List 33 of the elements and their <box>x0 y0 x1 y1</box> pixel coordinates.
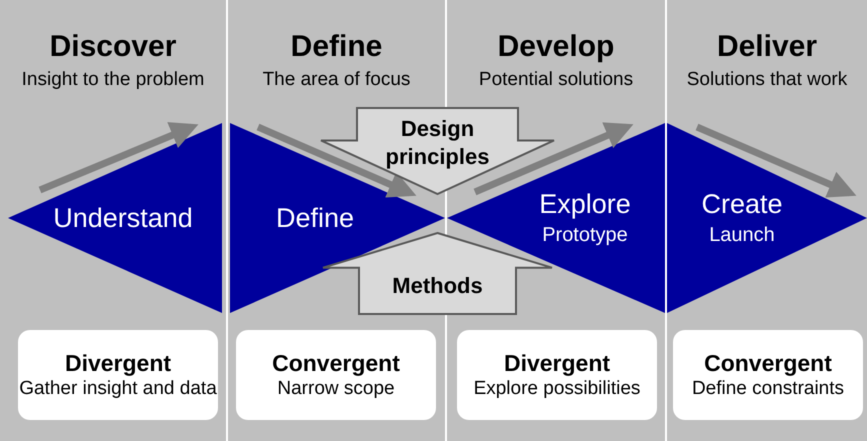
stage-heading: Discover <box>48 30 178 64</box>
mode-heading: Convergent <box>272 350 400 377</box>
phase-label: Understand <box>52 203 194 234</box>
mode-description: Define constraints <box>692 377 844 400</box>
pointing-callout <box>320 107 555 195</box>
stage-subtitle: Potential solutions <box>478 68 634 92</box>
mode-card <box>673 330 863 420</box>
mode-heading: Divergent <box>64 350 172 377</box>
mode-description: Explore possibilities <box>474 377 640 400</box>
stage-column <box>667 0 867 441</box>
stage-subtitle: Insight to the problem <box>20 68 206 92</box>
mode-card <box>18 330 218 420</box>
stage-column <box>0 0 226 441</box>
stage-subtitle: The area of focus <box>262 68 412 92</box>
mode-heading: Divergent <box>504 350 610 377</box>
phase-label: Create <box>700 189 784 220</box>
mode-heading: Convergent <box>704 350 832 377</box>
phase-label: Define <box>274 203 356 234</box>
stage-heading: Develop <box>496 30 616 64</box>
stage-heading: Define <box>290 30 384 64</box>
phase-sublabel: Launch <box>708 224 776 247</box>
phase-triangle <box>667 123 867 313</box>
mode-card <box>236 330 436 420</box>
mode-description: Narrow scope <box>277 377 395 400</box>
phase-sublabel: Prototype <box>541 224 629 247</box>
mode-description: Gather insight and data <box>19 377 217 400</box>
phase-label: Explore <box>538 189 632 220</box>
stage-subtitle: Solutions that work <box>686 68 848 92</box>
callout-label: Methods <box>391 272 484 300</box>
phase-triangle <box>8 123 222 313</box>
callout-label: Design principles <box>384 115 490 171</box>
mode-card <box>457 330 657 420</box>
stage-heading: Deliver <box>716 30 818 64</box>
